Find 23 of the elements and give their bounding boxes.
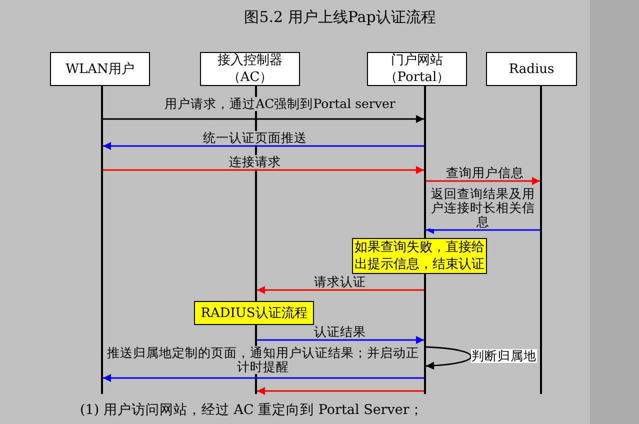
lifeline xyxy=(101,86,103,394)
note-box: 如果查询失败，直接给出提示信息，结束认证 xyxy=(352,238,487,274)
arrow xyxy=(103,374,424,382)
participant-box: Radius xyxy=(486,52,577,86)
note-box: RADIUS认证流程 xyxy=(194,301,314,325)
lifeline xyxy=(540,86,542,394)
arrow xyxy=(257,387,424,395)
edge-label: 判断归属地 xyxy=(471,349,537,363)
arrow xyxy=(103,142,424,150)
arrow xyxy=(257,336,424,344)
edge-label: 返回查询结果及用户连接时长相关信息 xyxy=(430,187,536,229)
arrow xyxy=(103,115,424,123)
lifeline xyxy=(424,86,426,394)
body-text: (1) 用户访问网站，经过 AC 重定向到 Portal Server； xyxy=(80,401,424,419)
participant-box: 接入控制器（AC） xyxy=(200,52,300,86)
participant-box: WLAN用户 xyxy=(50,52,150,86)
participant-box: 门户网站（Portal） xyxy=(367,52,467,86)
arrow xyxy=(426,226,540,234)
arrow xyxy=(103,166,424,174)
figure-title: 图5.2 用户上线Pap认证流程 xyxy=(243,8,437,27)
arrow xyxy=(257,286,424,294)
arrow xyxy=(426,177,540,185)
arrow xyxy=(426,346,472,370)
